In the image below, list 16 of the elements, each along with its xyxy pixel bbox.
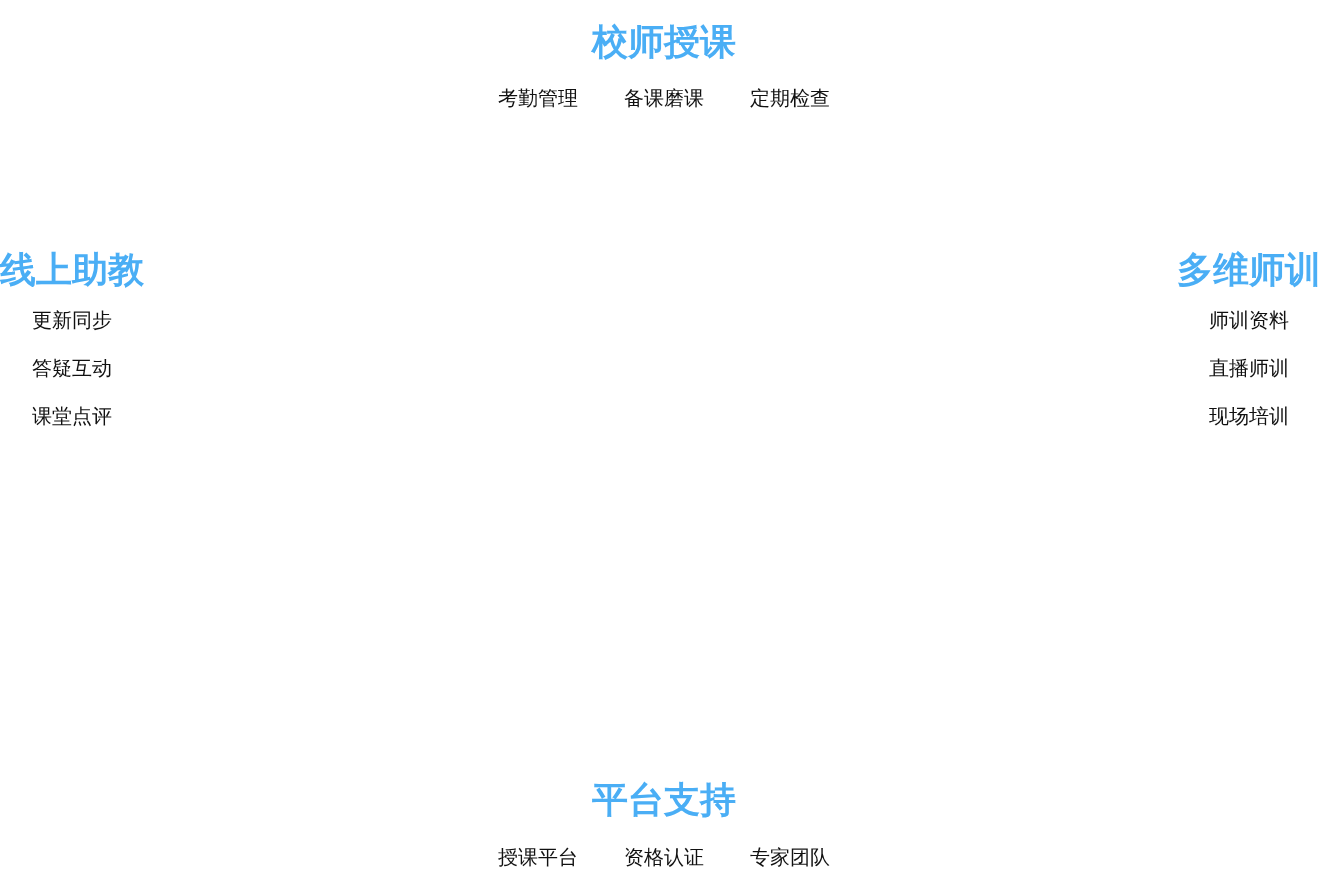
section-heading: 多维师训 [1177,247,1320,292]
item-label: 资格认证 [624,843,704,871]
section-heading: 线上助教 [0,247,144,292]
section-heading: 平台支持 [592,777,736,822]
item-label: 直播师训 [1209,354,1289,382]
item-label: 答疑互动 [32,354,112,382]
item-label: 师训资料 [1209,306,1289,334]
item-label: 课堂点评 [32,402,112,430]
item-label: 更新同步 [32,306,112,334]
item-label: 备课磨课 [624,84,704,112]
item-label: 现场培训 [1209,402,1289,430]
item-label: 定期检查 [750,84,830,112]
item-label: 专家团队 [750,843,830,871]
section-heading: 校师授课 [592,19,736,64]
item-label: 考勤管理 [498,84,578,112]
item-label: 授课平台 [498,843,578,871]
